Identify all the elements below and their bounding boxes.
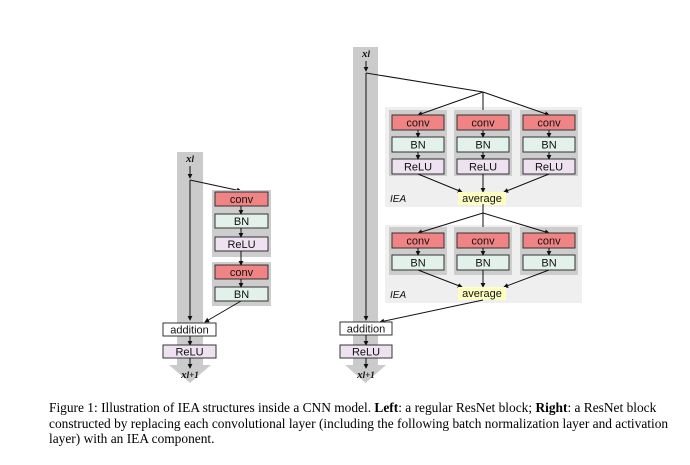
layer-conv-label: conv [537,118,561,130]
final-relu-label: ReLU [352,347,380,359]
branch-arrow [189,179,242,193]
layer-conv-label: conv [471,236,495,248]
branch-to-average-arrow [503,269,550,288]
average-box [458,192,506,205]
input-xl-label: xl [185,153,195,165]
average-label: average [462,193,502,205]
layer-conv-label: conv [230,267,254,279]
layer-bn-label: BN [541,140,556,152]
output-xl1-label: xl+1 [180,369,199,381]
branch-to-average-arrow [503,173,550,193]
split-arrow [417,91,484,116]
average-label: average [462,288,502,300]
layer-conv-label: conv [406,118,430,130]
layer-relu-label: ReLU [535,162,563,174]
layer-relu-label: ReLU [227,239,255,251]
addition-label: addition [347,324,386,336]
layer-conv-label: conv [406,236,430,248]
branch-split-line [365,72,484,93]
layer-relu-label: ReLU [404,162,432,174]
layer-conv-label: conv [537,236,561,248]
iea-tag-label: IEA [390,194,406,205]
right-iea-resnet-block: xlIEAconvBNReLUconvBNReLUconvBNReLUavera… [339,47,582,383]
layer-relu-label: ReLU [469,162,497,174]
branch-to-average-arrow [417,269,463,288]
layer-bn-label: BN [234,216,249,228]
layer-bn-label: BN [410,140,425,152]
caption-prefix: Figure 1: Illustration of IEA structures… [49,400,375,415]
caption-right-label: Right [535,400,568,415]
average-box [458,287,506,300]
figure-caption: Figure 1: Illustration of IEA structures… [49,400,669,447]
layer-bn-label: BN [410,258,425,270]
caption-left-text: : a regular ResNet block; [398,400,536,415]
layer-bn-label: BN [234,289,249,301]
iea-to-addition-arrow [379,299,484,324]
branch-to-average-arrow [417,173,463,193]
split-arrow [482,212,550,235]
output-xl1-label: xl+1 [356,369,375,381]
layer-bn-label: BN [475,140,490,152]
residual-to-addition-arrow [204,300,242,323]
split-arrow [482,91,550,116]
caption-left-label: Left [374,400,399,415]
iea-tag-label: IEA [390,290,406,301]
final-relu-label: ReLU [175,347,203,359]
layer-conv-label: conv [230,194,254,206]
layer-conv-label: conv [471,118,495,130]
layer-bn-label: BN [475,258,490,270]
layer-bn-label: BN [541,258,556,270]
split-arrow [417,212,484,235]
addition-label: addition [170,325,209,337]
input-xl-label: xl [361,48,371,60]
caption-right-text: : a ResNet block constructed by replacin… [49,400,669,446]
